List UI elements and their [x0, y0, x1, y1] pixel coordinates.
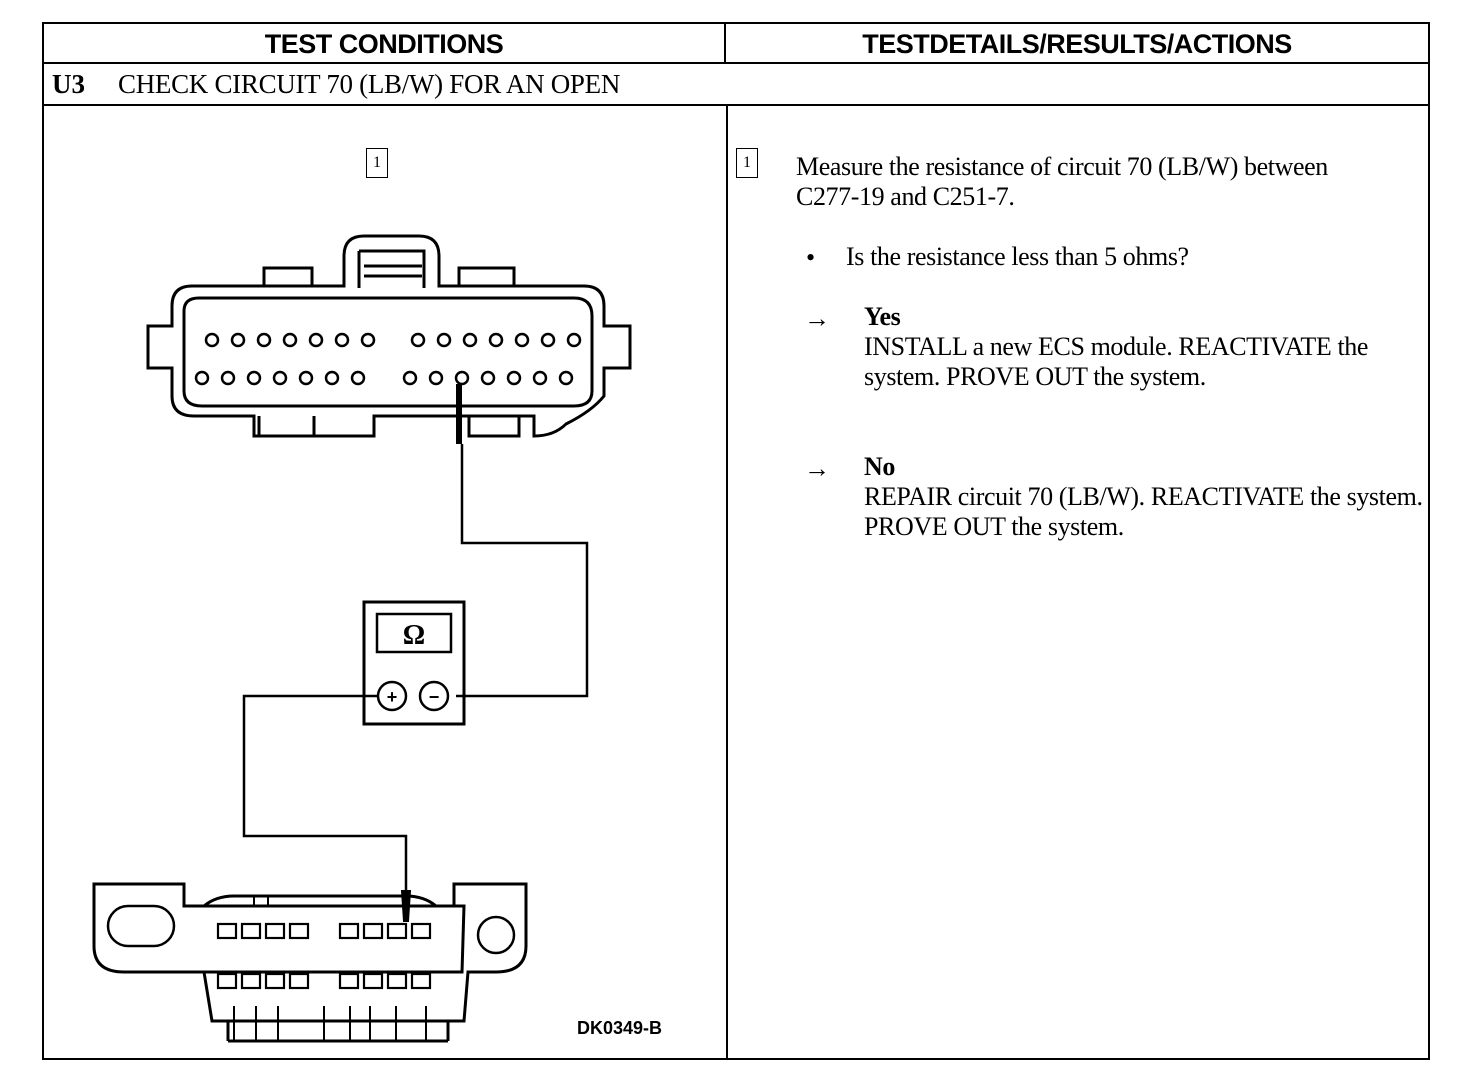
no-action: REPAIR circuit 70 (LB/W). REACTIVATE the…	[864, 482, 1423, 541]
no-arrow: →	[804, 454, 830, 483]
wiring-diagram: Ω + −	[92, 234, 632, 1043]
ecs-module-connector	[146, 234, 632, 438]
probe-c251-7	[400, 890, 412, 922]
ohm-symbol: Ω	[403, 620, 425, 651]
no-answer: No REPAIR circuit 70 (LB/W). REACTIVATE …	[864, 452, 1424, 542]
dlc-bottom-terminals	[233, 1006, 427, 1041]
ecs-connector-pins-row-1	[204, 332, 582, 348]
test-leads	[242, 444, 589, 891]
details-step-marker: 1	[736, 148, 758, 178]
dlc-pins-row-1	[216, 922, 432, 940]
yes-arrow: →	[804, 304, 830, 333]
data-link-connector	[92, 882, 528, 1043]
step-title: CHECK CIRCUIT 70 (LB/W) FOR AN OPEN	[118, 69, 621, 99]
dlc-pins-row-2	[216, 972, 432, 990]
yes-label: Yes	[864, 302, 901, 331]
column-divider	[726, 106, 728, 1058]
test-procedure-table: TEST CONDITIONS TESTDETAILS/RESULTS/ACTI…	[42, 22, 1430, 1060]
measure-instruction: Measure the resistance of circuit 70 (LB…	[796, 152, 1328, 211]
step-title-row: U3 CHECK CIRCUIT 70 (LB/W) FOR AN OPEN	[44, 64, 1428, 106]
resistance-question: Is the resistance less than 5 ohms?	[846, 242, 1189, 271]
test-conditions-cell: 1	[44, 106, 726, 1058]
ecs-connector-pins-row-2	[194, 370, 574, 386]
figure-code: DK0349-B	[577, 1018, 663, 1038]
plus-terminal-label: +	[387, 687, 398, 707]
test-details-cell: 1 Measure the resistance of circuit 70 (…	[728, 106, 1428, 1058]
step-id: U3	[52, 69, 85, 99]
yes-action: INSTALL a new ECS module. REACTIVATE the…	[864, 332, 1369, 391]
diagram-step-marker: 1	[366, 148, 388, 178]
test-details-header: TESTDETAILS/RESULTS/ACTIONS	[862, 29, 1292, 59]
header-row: TEST CONDITIONS TESTDETAILS/RESULTS/ACTI…	[44, 24, 1428, 64]
test-conditions-header: TEST CONDITIONS	[44, 24, 726, 62]
question-bullet: •	[806, 243, 816, 272]
ohmmeter	[362, 600, 466, 726]
minus-terminal-label: −	[429, 687, 440, 707]
yes-answer: Yes INSTALL a new ECS module. REACTIVATE…	[864, 302, 1424, 392]
no-label: No	[864, 452, 895, 481]
